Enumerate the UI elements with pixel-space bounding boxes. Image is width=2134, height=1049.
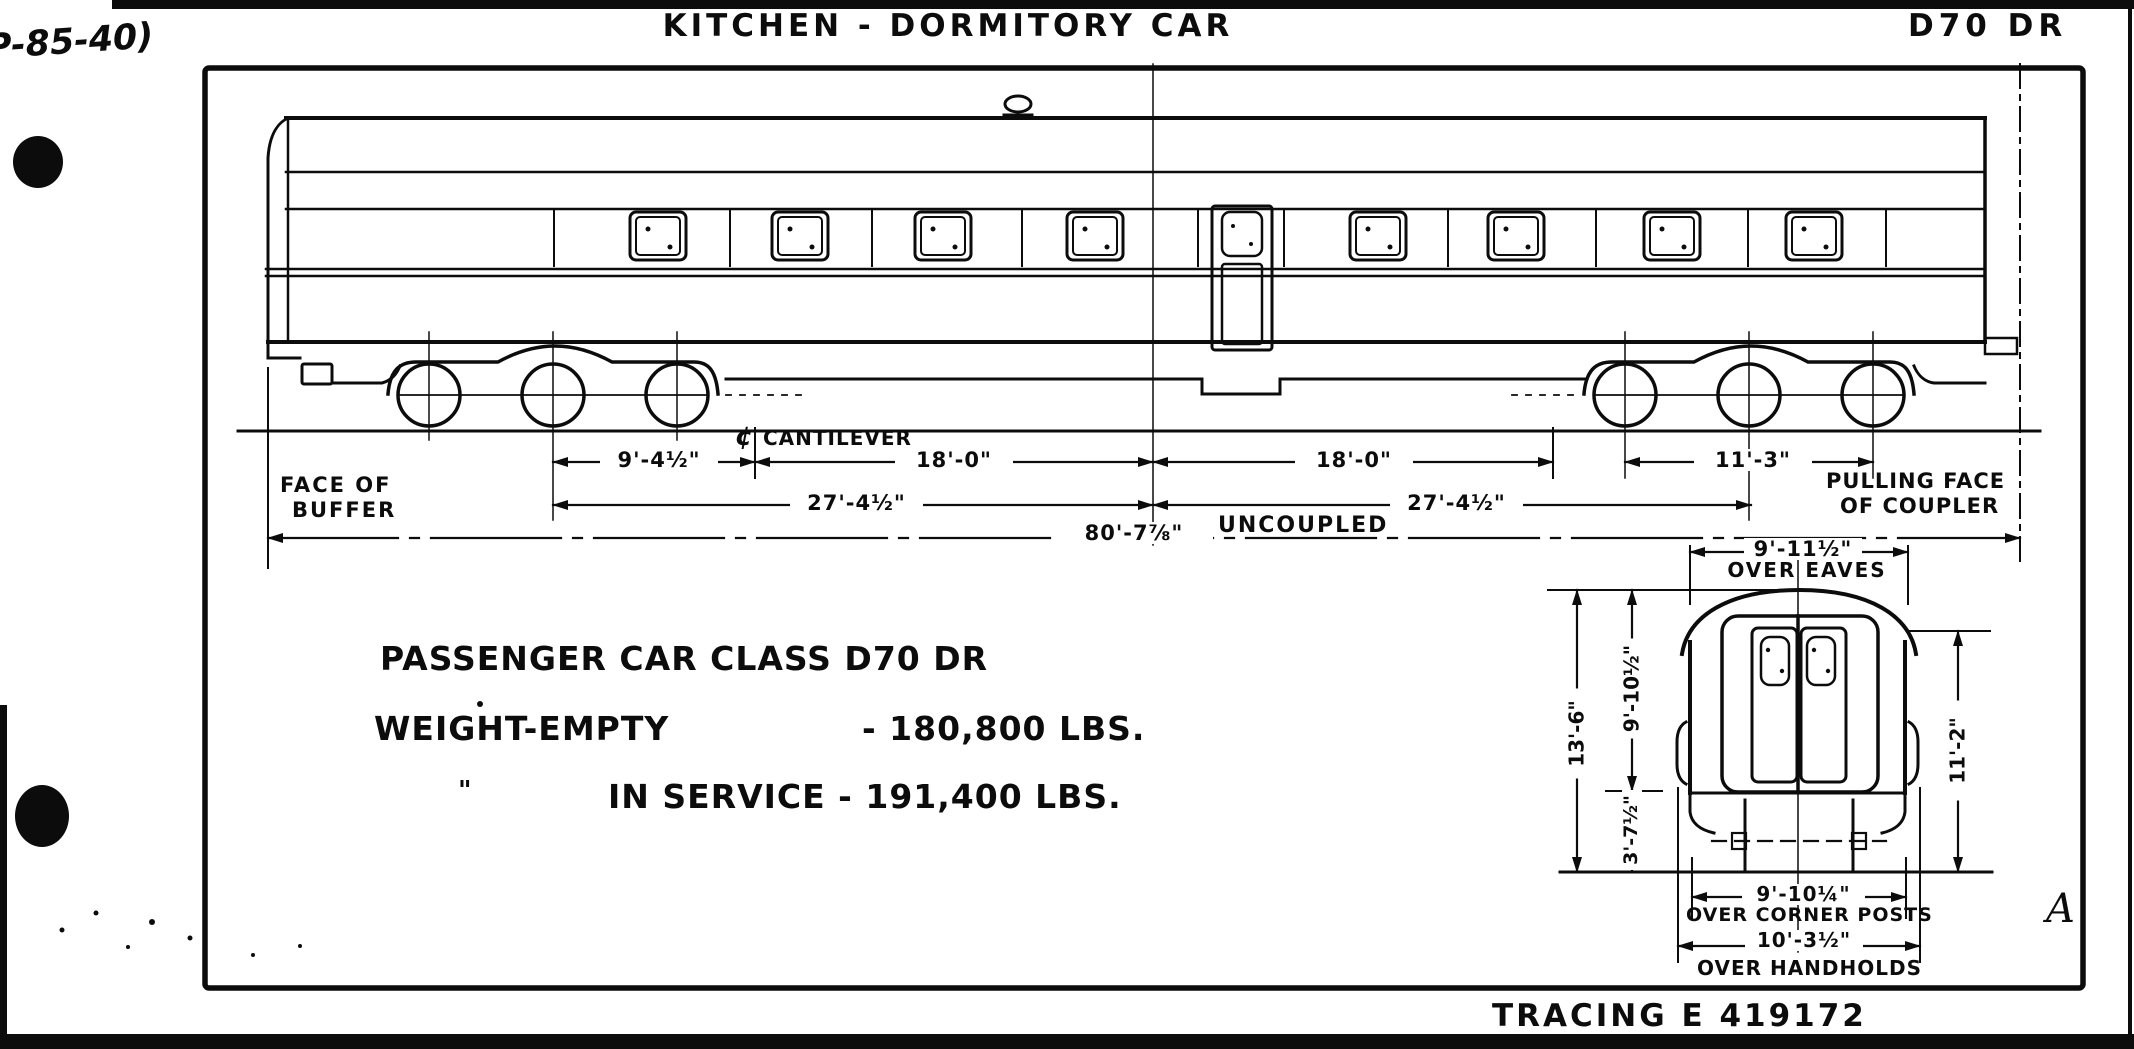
note-weight-empty-value: - 180,800 LBS. <box>862 709 1146 748</box>
dim-overall-suffix: UNCOUPLED <box>1218 513 1389 538</box>
punch-hole-mark <box>15 785 69 847</box>
over-corner-posts-label: OVER CORNER POSTS <box>1686 904 1933 926</box>
dim-over-eaves: 9'-11½" <box>1744 538 1862 560</box>
dim-over-handholds: 10'-3½" <box>1745 930 1863 951</box>
drawing-border <box>202 65 2086 991</box>
face-of-buffer-label: FACE OF <box>280 473 392 497</box>
dim-over-corner-posts: 9'-10¼" <box>1742 884 1865 905</box>
handhold-left <box>1675 719 1689 787</box>
dim-27-4-left: 27'-4½" <box>790 492 923 514</box>
over-eaves-label: OVER EAVES <box>1727 558 1887 582</box>
dim-overall-length: 80'-7⅞" <box>1055 522 1213 544</box>
dim-18-0-right: 18'-0" <box>1295 449 1413 471</box>
dim-27-4-right: 27'-4½" <box>1390 492 1523 514</box>
roof-vent-icon <box>1002 94 1034 117</box>
pulling-face-label: PULLING FACE <box>1826 469 2006 493</box>
note-car-class: PASSENGER CAR CLASS D70 DR <box>380 639 989 678</box>
end-coupler <box>1710 798 1888 874</box>
note-weight-service-value: IN SERVICE - 191,400 LBS. <box>608 777 1122 816</box>
over-handholds-label: OVER HANDHOLDS <box>1697 956 1923 980</box>
side-dimensions <box>266 63 2022 569</box>
dim-bolster-to-cantilever: 9'-4½" <box>600 449 718 471</box>
note-ditto-mark: " <box>458 776 472 806</box>
coupler-shank <box>1983 336 2019 356</box>
truck-left <box>386 331 809 521</box>
side-elevation <box>236 63 2042 569</box>
dim-rail-to-coupler: 3'-7½" <box>1620 789 1642 870</box>
buffer-step <box>300 362 334 386</box>
side-door <box>1210 204 1274 352</box>
end-door-right-leaf <box>1799 626 1848 784</box>
underframe-step <box>724 377 1586 396</box>
page-title: KITCHEN - DORMITORY CAR <box>662 8 1234 44</box>
face-of-buffer-label-2: BUFFER <box>292 498 397 522</box>
revision-letter: A <box>2046 886 2075 932</box>
cantilever-label: CANTILEVER <box>763 426 912 450</box>
punch-hole-mark <box>13 136 63 188</box>
tracing-number: TRACING E 419172 <box>1492 998 1867 1034</box>
dim-truck-wheelbase: 11'-3" <box>1694 449 1812 471</box>
note-weight-label: WEIGHT-EMPTY <box>374 709 670 748</box>
dim-coupler-to-roof: 9'-10½" <box>1620 638 1644 739</box>
dim-rail-to-eaves: 11'-2" <box>1946 700 1970 801</box>
dim-18-0-left: 18'-0" <box>895 449 1013 471</box>
handhold-right <box>1906 719 1920 787</box>
truck-right <box>1511 331 1916 521</box>
dim-rail-to-roof: 13'-6" <box>1565 688 1589 779</box>
pulling-face-label-2: OF COUPLER <box>1840 494 2000 518</box>
centerline-symbol: ¢ <box>735 422 754 452</box>
car-class-label: D70 DR <box>1908 8 2068 44</box>
